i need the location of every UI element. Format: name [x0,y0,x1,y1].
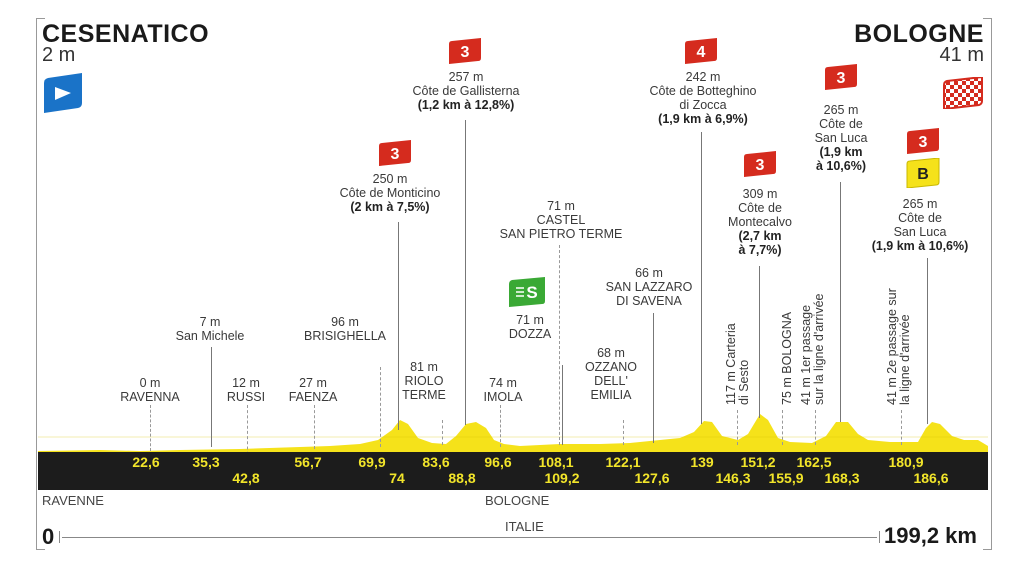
distance-axis-line [62,537,877,538]
svg-text:3: 3 [919,134,928,151]
svg-text:3: 3 [461,44,470,61]
climb-line-montecalvo [759,266,760,418]
km-mark: 155,9 [768,470,804,486]
category-3-climb-icon: 3 [907,128,939,154]
place-line-san-michele [211,347,212,447]
category-3-climb-icon: 3 [379,140,411,166]
checkered-finish-flag-icon [943,77,983,109]
svg-text:3: 3 [756,157,765,174]
dash-riolo [442,420,443,445]
dash-ozzano [623,420,624,445]
km-mark: 162,5 [796,454,832,470]
km-mark: 109,2 [544,470,580,486]
svg-text:4: 4 [697,44,706,61]
km-mark: 74 [389,470,405,486]
category-4-climb-icon: 4 [685,38,717,64]
svg-text:3: 3 [837,70,846,87]
start-city: CESENATICO [42,20,210,48]
dash-castel-san-pietro [559,245,560,445]
km-mark: 42,8 [232,470,260,486]
km-mark: 35,3 [192,454,220,470]
km-mark: 139 [690,454,714,470]
start-altitude: 2 m [42,44,76,66]
category-3-climb-icon: 3 [744,151,776,177]
dash-second-passage [901,410,902,445]
km-mark: 22,6 [132,454,160,470]
bonus-sprint-icon: B [906,158,940,188]
climb-line-gallisterna [465,120,466,425]
region-mid-label: BOLOGNE [485,493,550,508]
climb-line-san-luca-2 [927,258,928,424]
km-mark: 151,2 [740,454,776,470]
category-3-climb-icon: 3 [825,64,857,90]
dash-imola [500,405,501,447]
km-mark: 168,3 [824,470,860,486]
frame-left-bracket [36,18,45,550]
dash-faenza [314,405,315,449]
svg-text:3: 3 [391,146,400,163]
country-label: ITALIE [505,519,544,534]
place-line-dozza [562,365,563,445]
total-distance-label: 199,2 km [884,523,977,548]
start-flag-icon [44,73,82,113]
place-label-bologna: 75 m BOLOGNA [780,311,794,405]
dash-carteria [737,410,738,445]
category-3-climb-icon: 3 [449,38,481,64]
km-mark: 108,1 [538,454,574,470]
dash-bologna [782,410,783,445]
km-mark: 96,6 [484,454,512,470]
climb-line-botteghino [701,132,702,424]
climb-line-san-luca-1 [840,182,841,422]
intermediate-sprint-icon: S [509,277,545,307]
dash-brisighella [380,367,381,447]
svg-text:S: S [526,283,537,302]
km-mark: 146,3 [715,470,751,486]
km-mark: 83,6 [422,454,450,470]
km-mark: 186,6 [913,470,949,486]
region-start-label: RAVENNE [42,493,104,508]
dash-ravenna [150,405,151,451]
km-mark: 127,6 [634,470,670,486]
finish-altitude: 41 m [939,44,984,66]
km-mark: 69,9 [358,454,386,470]
place-line-san-lazzaro [653,313,654,443]
km-mark: 56,7 [294,454,322,470]
svg-text:B: B [917,166,929,183]
dash-russi [247,405,248,465]
dash-first-passage [815,410,816,445]
frame-right-bracket [983,18,992,550]
km-mark: 180,9 [888,454,924,470]
finish-city: BOLOGNE [854,20,984,48]
climb-line-monticino [398,222,399,430]
axis-start-tick [59,531,60,543]
axis-end-tick [879,531,880,543]
km-mark: 122,1 [605,454,641,470]
start-km-label: 0 [42,524,55,549]
km-band [38,452,988,490]
km-mark: 88,8 [448,470,476,486]
